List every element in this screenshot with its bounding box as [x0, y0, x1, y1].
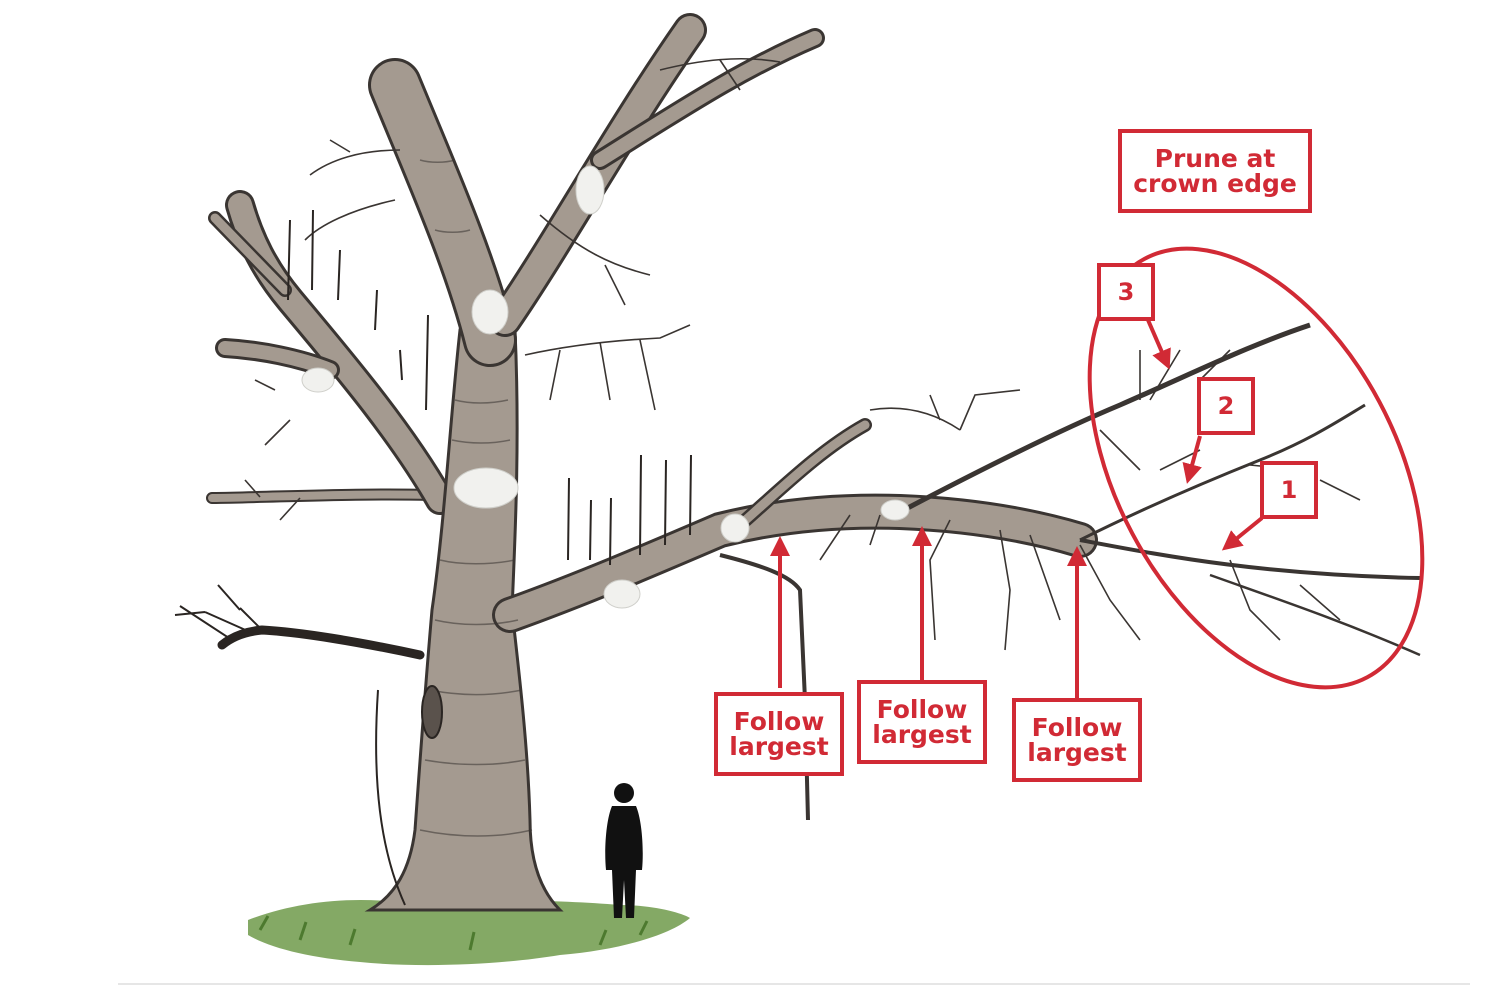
trunk-knot	[421, 685, 443, 739]
water-sprouts	[287, 209, 692, 906]
step-1-number: 1	[1280, 476, 1298, 504]
follow-largest-label-1: Follow largest	[714, 692, 844, 776]
follow-largest-label-3: Follow largest	[1012, 698, 1142, 782]
grass	[248, 900, 690, 966]
trunk	[364, 328, 564, 912]
step-3-number: 3	[1117, 278, 1135, 306]
bark-texture	[419, 159, 533, 837]
prune-at-crown-edge-label: Prune at crown edge	[1118, 129, 1312, 213]
crown-edge-ellipse	[1087, 246, 1425, 690]
pruning-wounds	[301, 165, 910, 609]
step-3-badge: 3	[1097, 263, 1155, 321]
step-2-number: 2	[1217, 392, 1235, 420]
follow-label-2-line1: Follow	[876, 695, 968, 724]
step-1-badge: 1	[1260, 461, 1318, 519]
twigs	[244, 57, 1361, 651]
follow-label-1-line2: largest	[729, 732, 829, 761]
step-2-badge: 2	[1197, 377, 1255, 435]
follow-label-2-line2: largest	[872, 720, 972, 749]
person-silhouette	[605, 783, 643, 918]
follow-label-3-line2: largest	[1027, 738, 1127, 767]
annotation-arrows	[770, 319, 1264, 698]
prune-label-line1: Prune at	[1154, 144, 1276, 173]
follow-label-1-line1: Follow	[733, 707, 825, 736]
prune-label-line2: crown edge	[1133, 169, 1297, 198]
follow-largest-label-2: Follow largest	[857, 680, 987, 764]
left-dark-branch	[217, 625, 425, 660]
follow-label-3-line1: Follow	[1031, 713, 1123, 742]
